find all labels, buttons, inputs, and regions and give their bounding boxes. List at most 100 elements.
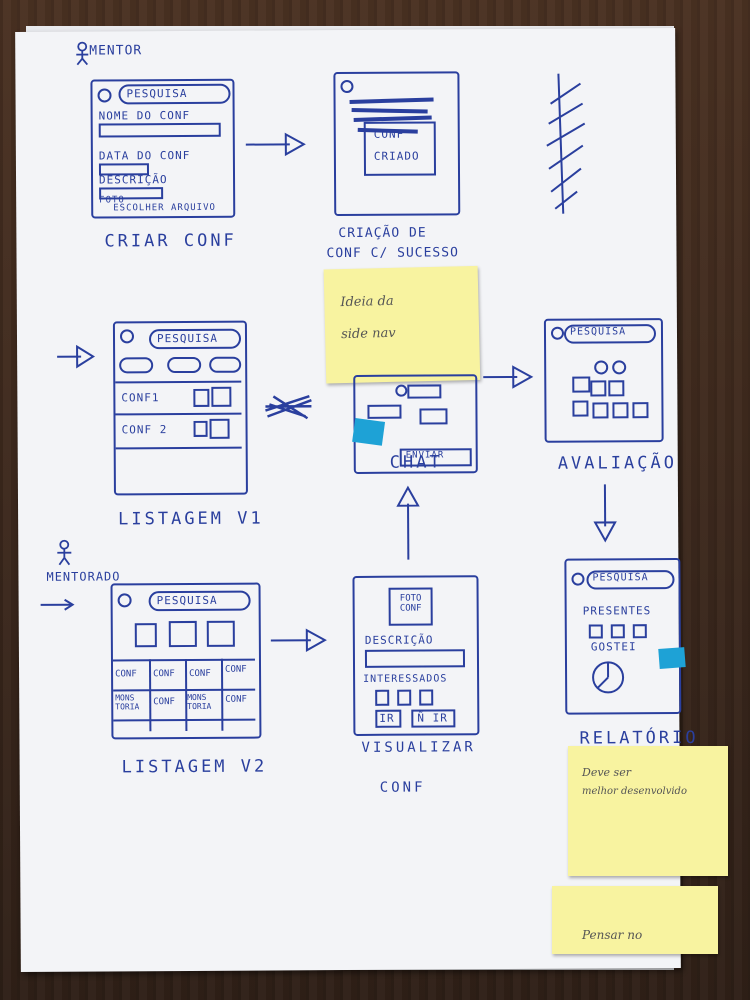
caption-listagem-v2: LISTAGEM V2 — [121, 756, 268, 778]
arrow-right-icon — [245, 132, 306, 157]
field-desc-label: DESCRIÇÃO — [99, 173, 168, 187]
search-label: PESQUISA — [126, 86, 188, 101]
blue-tab-marker — [352, 417, 386, 446]
search-label: PESQUISA — [592, 572, 649, 584]
caption-criar-conf: CRIAR CONF — [104, 230, 237, 252]
crossed-out-scribble — [546, 73, 586, 214]
grid-cell: MONS TORIA — [115, 693, 140, 712]
emoji-icon — [612, 360, 627, 375]
search-label: PESQUISA — [569, 326, 627, 338]
upload-button: ESCOLHER ARQUIVO — [113, 202, 216, 214]
sketch-visualizar-conf: FOTO CONF DESCRIÇÃO INTERESSADOS IR Ñ IR — [352, 575, 480, 736]
rating-box — [612, 402, 629, 419]
go-button: IR — [375, 709, 402, 728]
filter-chip — [209, 356, 242, 373]
arrow-right-icon — [57, 344, 96, 369]
dialog-line2: CRIADO — [373, 149, 420, 163]
photo-placeholder: FOTO CONF — [388, 587, 433, 626]
menu-icon — [117, 593, 132, 608]
success-dialog: CONF CRIADO — [363, 121, 437, 176]
interested-label: INTERESSADOS — [363, 673, 448, 685]
arrow-right-icon — [270, 628, 327, 652]
sketch-listagem-v1: PESQUISA CONF1 CONF 2 — [112, 320, 248, 496]
menu-icon — [550, 326, 565, 340]
image-placeholder — [206, 620, 235, 647]
image-placeholder — [134, 623, 157, 648]
menu-icon — [119, 329, 135, 344]
search-bar: PESQUISA — [148, 328, 242, 350]
grid-cell: CONF — [189, 668, 211, 679]
stick-figure-icon — [76, 41, 89, 66]
divider — [115, 412, 242, 416]
chat-bubble — [419, 408, 448, 425]
divider — [113, 718, 256, 722]
image-placeholder — [168, 620, 197, 648]
arrow-down-icon — [593, 484, 617, 543]
caption-chat: CHAT — [389, 452, 443, 473]
note3-text: Pensar no — [582, 928, 643, 942]
chat-bubble — [367, 404, 402, 419]
rating-box — [608, 380, 625, 397]
sketch-listagem-v2: PESQUISA CONF CONF CONF CONF MONS TORIA … — [110, 582, 262, 740]
note1-line2: side nav — [340, 325, 396, 343]
grid-cell: CONF — [153, 697, 175, 708]
grid-cell: CONF — [225, 664, 247, 675]
sketch-criar-conf: PESQUISA NOME DO CONF DATA DO CONF DESCR… — [90, 78, 236, 219]
field-date-label: DATA DO CONF — [98, 148, 191, 163]
person-icon — [397, 689, 412, 706]
search-bar: PESQUISA — [148, 590, 251, 612]
person-icon — [375, 689, 390, 706]
filter-chip — [167, 356, 202, 374]
grid-line — [148, 659, 152, 732]
arrow-up-icon — [396, 485, 420, 560]
field-name-label: NOME DO CONF — [98, 108, 191, 123]
avatar — [395, 384, 408, 397]
mentor-label: MENTOR — [89, 43, 143, 59]
gostei-label: GOSTEI — [590, 640, 637, 654]
sticky-note-sidenav: Ideia da side nav — [323, 265, 481, 384]
stick-figure-icon — [57, 539, 72, 566]
search-bar: PESQUISA — [586, 570, 675, 590]
caption-sucesso-2: CONF C/ SUCESSO — [326, 245, 459, 262]
grid-cell: MONS TORIA — [187, 692, 212, 711]
note2-line2: melhor desenvolvido — [582, 786, 687, 797]
count-box — [610, 624, 625, 639]
sketch-avaliacao: PESQUISA — [543, 318, 664, 443]
sticky-note-think: Pensar no — [552, 886, 718, 954]
menu-icon — [571, 572, 585, 586]
not-go-label: Ñ IR — [417, 711, 448, 725]
chat-bubble — [407, 384, 442, 399]
rating-box — [572, 376, 591, 393]
search-label: PESQUISA — [156, 593, 218, 608]
sketch-criacao-sucesso: CONF CRIADO — [333, 71, 461, 217]
caption-listagem-v1: LISTAGEM V1 — [118, 508, 264, 530]
not-go-button: Ñ IR — [411, 709, 456, 728]
note2-line1: Deve ser — [582, 766, 631, 779]
row-icon — [193, 420, 208, 437]
divider — [115, 380, 242, 384]
description-label: DESCRIÇÃO — [364, 633, 434, 647]
person-icon — [419, 689, 434, 706]
go-label: IR — [379, 711, 395, 725]
pie-chart-icon — [592, 661, 625, 694]
count-box — [588, 624, 603, 639]
dialog-line1: CONF — [373, 127, 405, 141]
sketch-relatorio: PESQUISA PRESENTES GOSTEI — [564, 557, 682, 715]
grid-line — [220, 658, 224, 731]
list-row-2: CONF 2 — [121, 423, 168, 437]
menu-icon — [340, 79, 354, 94]
arrow-right-icon — [483, 365, 534, 389]
grid-cell: CONF — [115, 669, 137, 680]
row-icon — [209, 418, 230, 439]
mentorado-label: MENTORADO — [46, 569, 121, 584]
list-row-1: CONF1 — [121, 391, 160, 405]
divider — [115, 446, 242, 450]
blue-tab-marker — [658, 647, 686, 669]
filter-chip — [119, 357, 154, 374]
rating-box — [572, 400, 589, 417]
search-label: PESQUISA — [156, 331, 219, 346]
emoji-icon — [594, 360, 609, 375]
paper-sheet: MENTOR PESQUISA NOME DO CONF DATA DO CON… — [15, 27, 699, 973]
photo-label: FOTO CONF — [399, 593, 422, 614]
presentes-label: PRESENTES — [582, 604, 652, 618]
